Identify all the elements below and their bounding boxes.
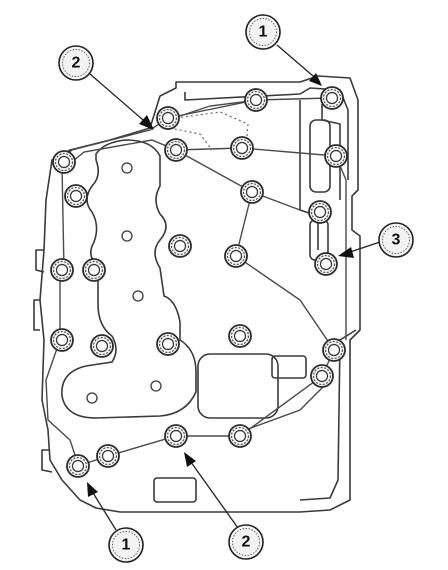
- callout-2-top: 2: [58, 45, 154, 130]
- bolt-head: [90, 334, 114, 358]
- bolt-head: [168, 234, 192, 258]
- bolt-head: [240, 180, 264, 204]
- callout-2-bottom-label: 2: [242, 534, 251, 551]
- bolt-head: [244, 88, 268, 112]
- callout-1-bottom: 1: [87, 482, 144, 563]
- callout-2-bottom: 2: [184, 452, 264, 560]
- bolt-head: [64, 184, 88, 208]
- callout-1-bottom-label: 1: [122, 537, 131, 554]
- separator-plate: [61, 139, 197, 419]
- bolt-head: [322, 338, 346, 362]
- bolt-head: [320, 86, 344, 110]
- bolt-head: [224, 244, 248, 268]
- callout-3-right-label: 3: [392, 232, 401, 249]
- bolt-head: [52, 150, 76, 174]
- bolt-head: [324, 144, 348, 168]
- bolt-head: [50, 258, 74, 282]
- bolt-head: [156, 106, 180, 130]
- bolt-head: [156, 332, 180, 356]
- bolt-head: [314, 252, 338, 276]
- bolt-head: [228, 324, 252, 348]
- bolt-head: [228, 424, 252, 448]
- bolt-head: [164, 424, 188, 448]
- bolt-head: [230, 136, 254, 160]
- bolt-head: [310, 364, 334, 388]
- valve-body-housing: [33, 75, 361, 513]
- callout-2-top-label: 2: [72, 55, 81, 72]
- bolt-head: [308, 200, 332, 224]
- bolt-head: [66, 454, 90, 478]
- bolt-head: [96, 444, 120, 468]
- bolt-head: [164, 138, 188, 162]
- bolt-head: [82, 258, 106, 282]
- callout-1-top: 1: [245, 14, 322, 86]
- callout-3-right: 3: [338, 222, 414, 258]
- bolt-head: [50, 328, 74, 352]
- callout-1-top-label: 1: [259, 24, 268, 41]
- bolt-group: [50, 86, 348, 478]
